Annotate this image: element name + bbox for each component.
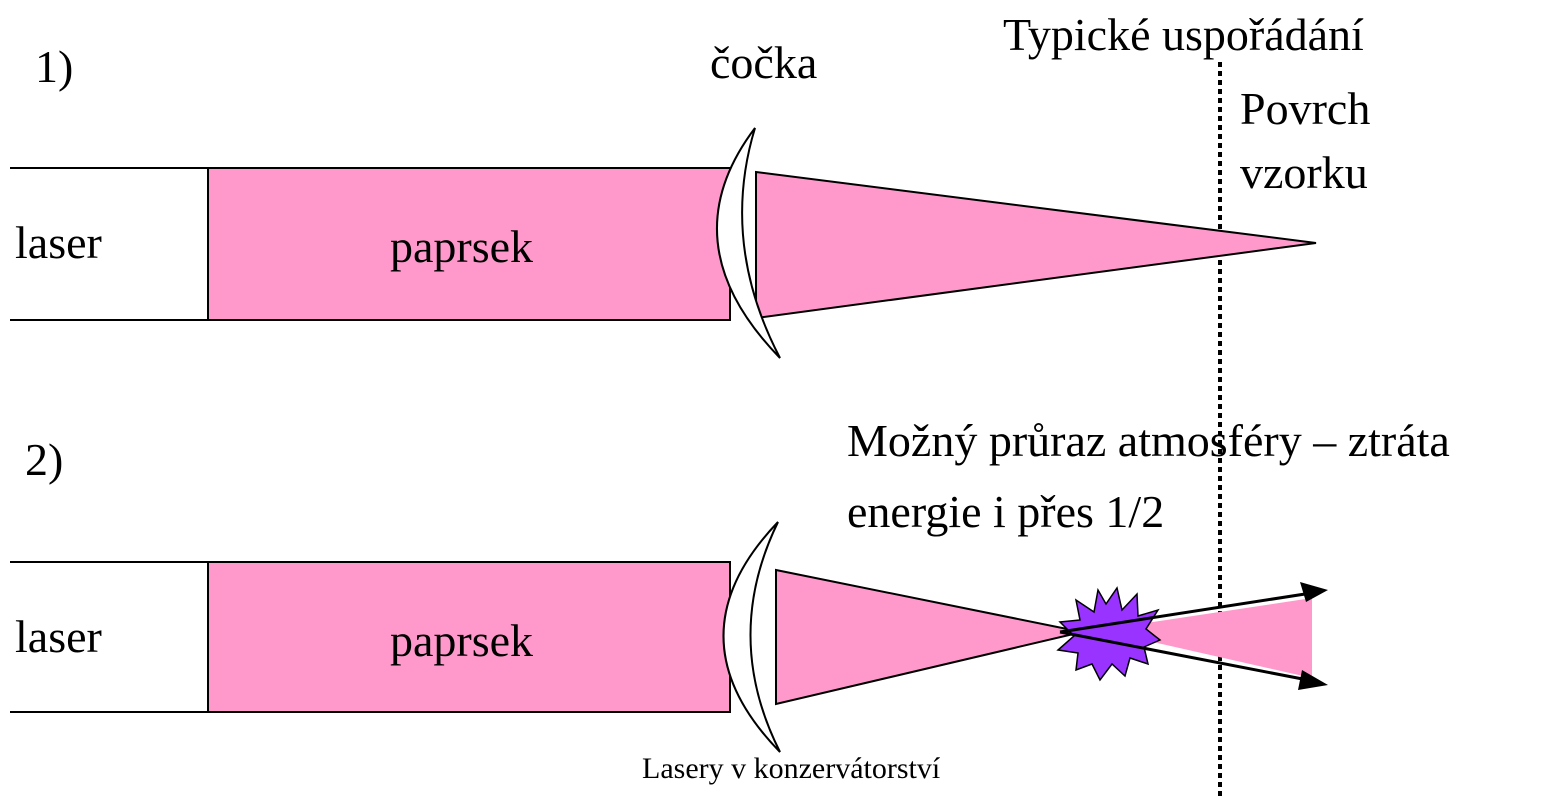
scenario-2: 2) laser paprsek Možný průraz atmosféry … [10, 415, 1450, 753]
arrowhead-upper [1300, 582, 1328, 602]
beam-1-label: paprsek [390, 221, 533, 272]
laser-2-label: laser [15, 611, 102, 662]
plasma-breakdown-star [1056, 586, 1162, 682]
breakdown-note-line2: energie i přes 1/2 [847, 486, 1164, 537]
title: Typické uspořádání [1003, 9, 1364, 60]
beam-2-cone [775, 568, 1083, 706]
arrowhead-lower [1298, 670, 1328, 690]
footer-caption: Lasery v konzervátorství [642, 752, 941, 785]
beam-1-cone [755, 170, 1317, 320]
scenario-2-number: 2) [25, 434, 63, 485]
lens-2 [722, 521, 781, 753]
divergent-ray-upper [1059, 590, 1319, 634]
scenario-1-number: 1) [35, 41, 73, 92]
sample-label-line2: vzorku [1240, 147, 1368, 198]
divergent-ray-lower [1059, 630, 1319, 684]
sample-label-line1: Povrch [1240, 83, 1370, 134]
laser-1-label: laser [15, 217, 102, 268]
scenario-1: 1) laser paprsek [10, 41, 1317, 359]
beam-2-divergent-cone [1100, 598, 1312, 678]
beam-2-label: paprsek [390, 615, 533, 666]
lens-label: čočka [710, 37, 817, 88]
beam-1-rect [207, 167, 731, 321]
breakdown-note-line1: Možný průraz atmosféry – ztráta [847, 415, 1450, 466]
lens-1 [716, 127, 781, 359]
